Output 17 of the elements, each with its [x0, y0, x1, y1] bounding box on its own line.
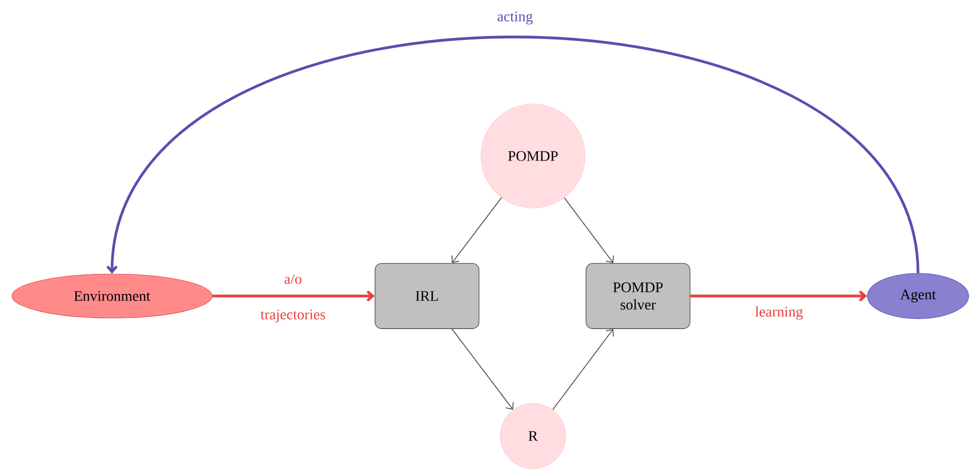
arrow: [690, 290, 868, 302]
circle-node: POMDP: [480, 104, 586, 208]
arrow: [451, 328, 514, 410]
edge-label: a/o: [282, 272, 304, 286]
arrow: [212, 290, 375, 302]
arrow: [106, 36, 920, 274]
ellipse-node: Environment: [12, 274, 212, 318]
ellipse-node: Agent: [867, 273, 969, 319]
process-box: POMDP solver: [586, 263, 690, 329]
edge-label: learning: [754, 305, 804, 321]
edge-label: acting: [496, 10, 534, 26]
arrow: [451, 197, 502, 264]
circle-node: R: [500, 403, 566, 469]
caption-text: trajectories: [259, 308, 327, 324]
process-box: IRL: [374, 263, 480, 329]
arrow: [564, 197, 614, 264]
arrow: [552, 328, 614, 410]
